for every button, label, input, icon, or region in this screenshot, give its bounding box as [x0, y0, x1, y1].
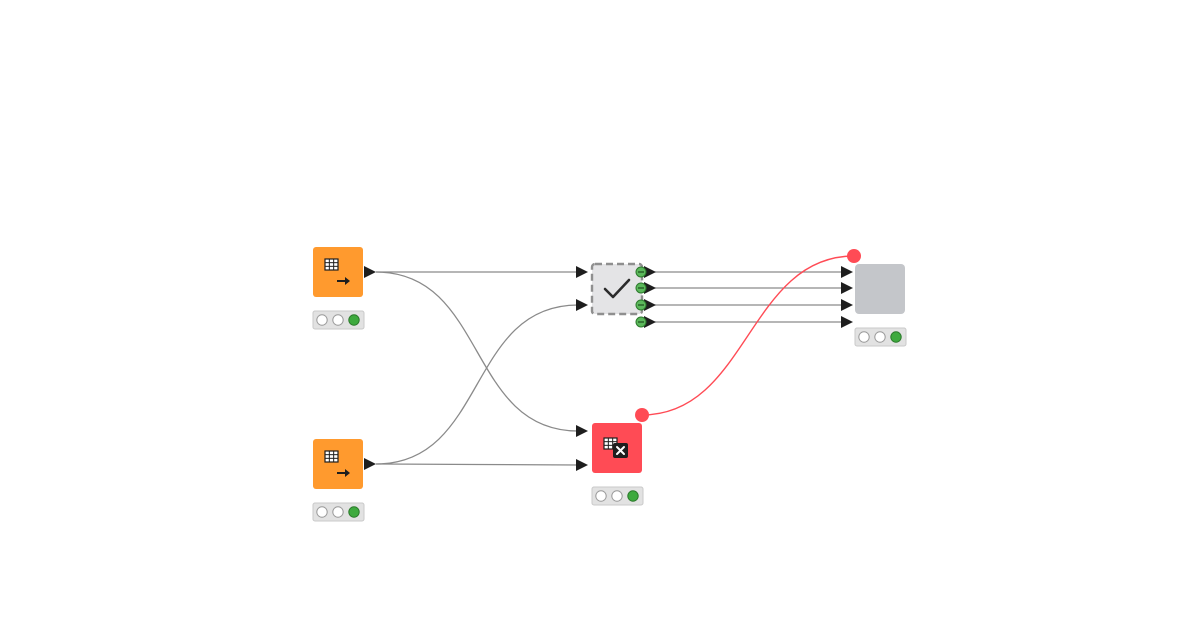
export-arrow-head	[345, 277, 350, 285]
status-light-ok	[627, 490, 639, 502]
sink-node-body[interactable]	[855, 264, 905, 314]
status-light-idle	[316, 314, 328, 326]
node-layer	[312, 247, 907, 522]
table-joiner-input-port-1[interactable]	[576, 425, 588, 437]
table-source-1-body[interactable]	[313, 247, 363, 297]
status-light-idle	[332, 506, 344, 518]
table-source-1[interactable]	[312, 247, 376, 330]
status-light-idle	[595, 490, 607, 502]
table-joiner[interactable]	[576, 408, 649, 506]
connection-layer	[375, 255, 855, 466]
status-light-idle	[332, 314, 344, 326]
sink-node-flow-variable-port[interactable]	[847, 249, 861, 263]
merge-node-input-port-2[interactable]	[576, 299, 588, 311]
close-icon	[616, 446, 625, 455]
sink-node-status-bar	[854, 327, 907, 347]
table-grid-frame	[324, 258, 339, 271]
merge-node-output-port-3[interactable]	[644, 299, 656, 311]
connection-table-source-1-to-table-joiner-1[interactable]	[375, 271, 579, 432]
connection-table-joiner-to-sink-node-8[interactable]	[641, 255, 855, 416]
table-source-2-body[interactable]	[313, 439, 363, 489]
table-export-icon	[324, 450, 350, 477]
table-close-icon	[603, 437, 628, 458]
sink-node-input-port-3[interactable]	[841, 299, 853, 311]
status-light-idle	[316, 506, 328, 518]
sink-node[interactable]	[841, 249, 907, 347]
export-arrow-head	[345, 469, 350, 477]
table-source-1-output-port[interactable]	[364, 266, 376, 278]
sink-node-input-port-4[interactable]	[841, 316, 853, 328]
table-source-1-status-bar	[312, 310, 365, 330]
status-light-ok	[890, 331, 902, 343]
table-export-icon	[324, 258, 350, 285]
checkmark-icon	[603, 278, 631, 299]
table-joiner-input-port-2[interactable]	[576, 459, 588, 471]
table-joiner-flow-variable-port[interactable]	[635, 408, 649, 422]
table-grid-frame	[324, 450, 339, 463]
status-light-idle	[874, 331, 886, 343]
connection-table-source-2-to-merge-node-2[interactable]	[375, 304, 579, 465]
table-source-2[interactable]	[312, 439, 376, 522]
merge-node-body[interactable]	[590, 262, 644, 316]
merge-node-output-port-1[interactable]	[644, 266, 656, 278]
table-source-2-status-bar	[312, 502, 365, 522]
table-joiner-status-bar	[591, 486, 644, 506]
status-light-ok	[348, 314, 360, 326]
sink-node-input-port-1[interactable]	[841, 266, 853, 278]
merge-node-output-port-4[interactable]	[644, 316, 656, 328]
merge-node-output-port-2[interactable]	[644, 282, 656, 294]
status-light-ok	[348, 506, 360, 518]
status-light-idle	[611, 490, 623, 502]
sink-node-input-port-2[interactable]	[841, 282, 853, 294]
table-source-2-output-port[interactable]	[364, 458, 376, 470]
connection-table-source-2-to-table-joiner-3[interactable]	[375, 463, 579, 466]
status-light-idle	[858, 331, 870, 343]
merge-node-input-port-1[interactable]	[576, 266, 588, 278]
merge-node[interactable]	[576, 262, 656, 328]
